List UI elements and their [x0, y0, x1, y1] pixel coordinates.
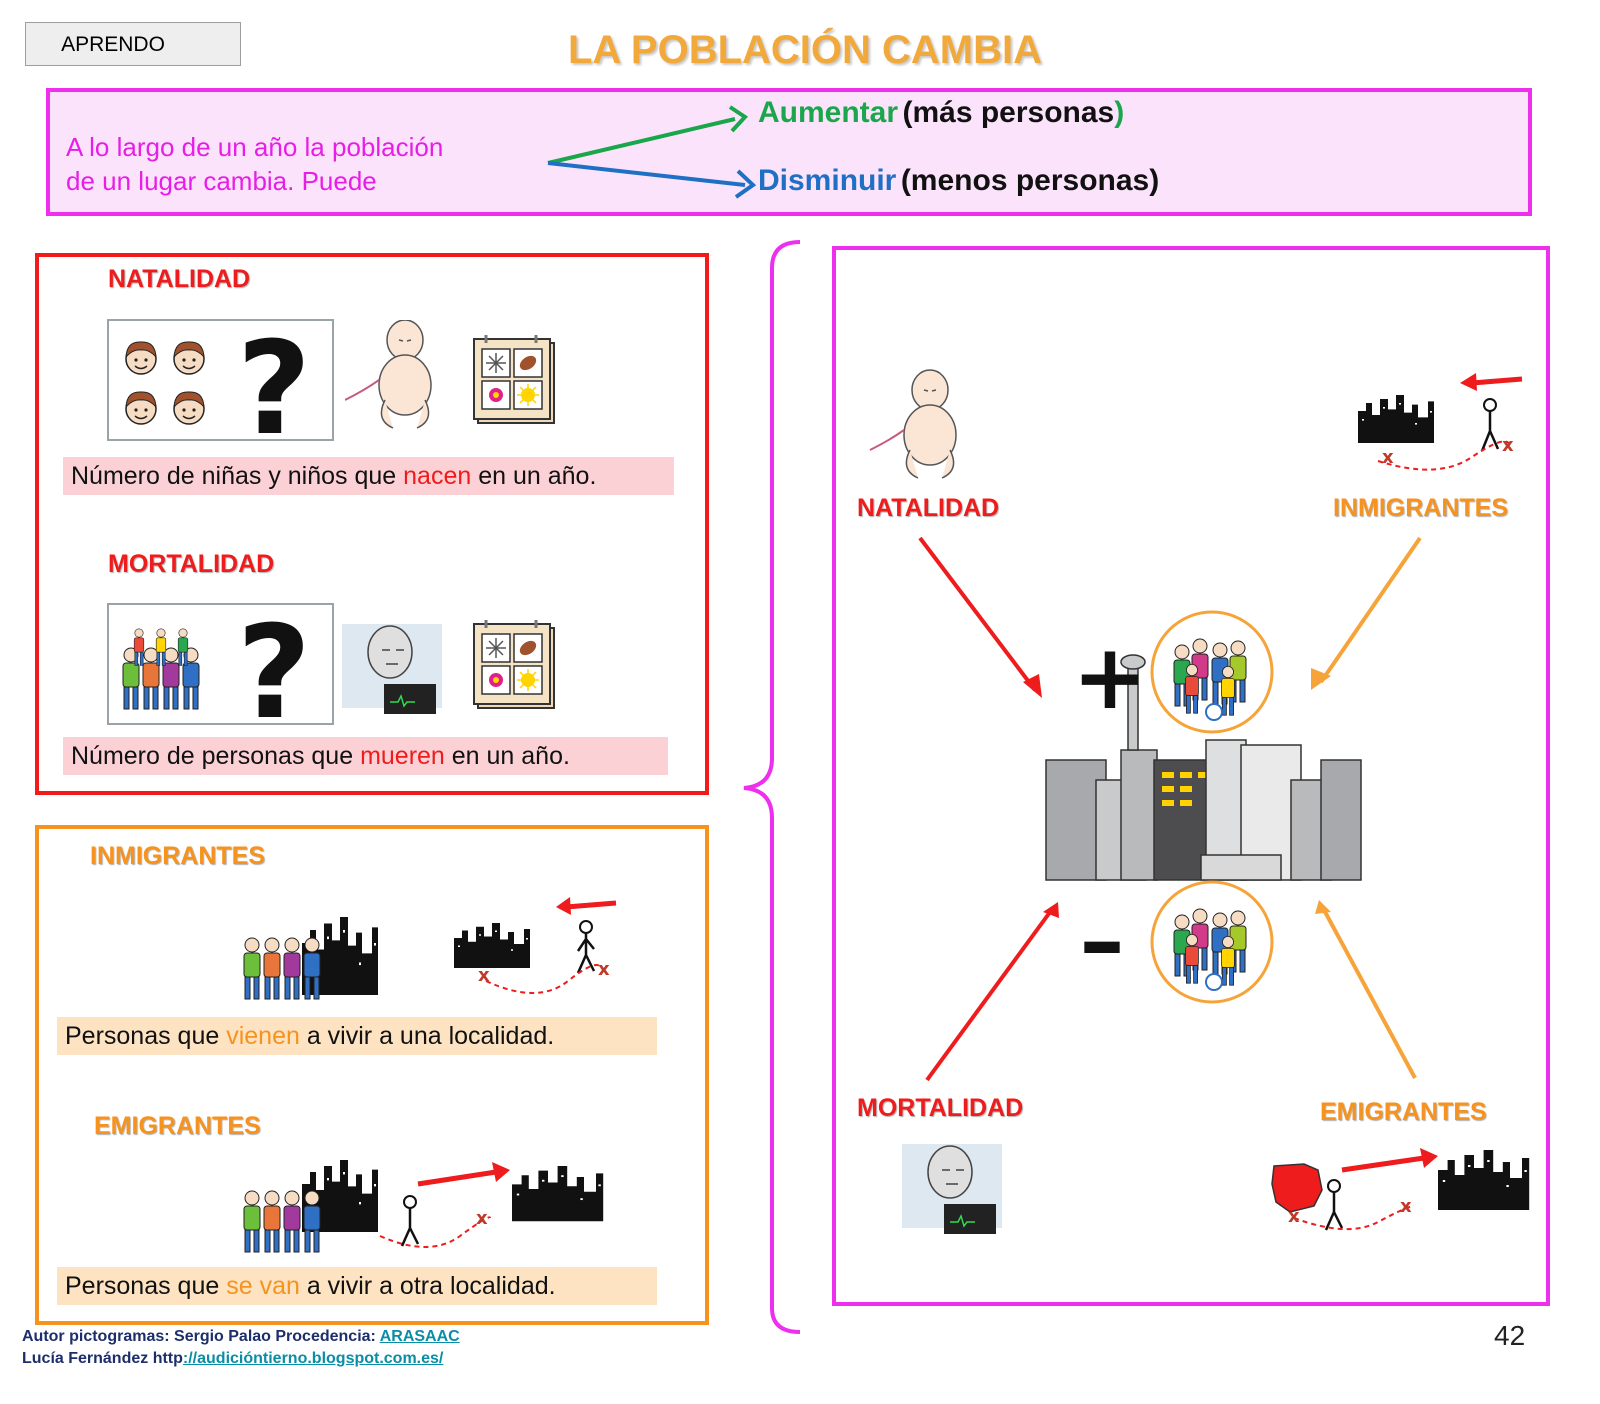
svg-text:x: x	[598, 959, 610, 980]
diagram-emigrant-icon: x x	[1271, 1148, 1530, 1231]
emigrantes-heading: EMIGRANTES	[94, 1112, 261, 1140]
intro-line-2: de un lugar cambia. Puede	[66, 166, 377, 196]
sick-person-icon	[341, 623, 443, 715]
decrease-option: Disminuir (menos personas)	[758, 164, 1159, 198]
mortalidad-def-pre: Número de personas que	[71, 742, 361, 770]
emigrantes-definition: Personas que se van a vivir a otra local…	[57, 1267, 657, 1305]
intro-arrows	[547, 105, 757, 199]
inmigrantes-heading: INMIGRANTES	[90, 842, 265, 870]
footer-credits: Autor pictogramas: Sergio Palao Proceden…	[22, 1326, 460, 1370]
natalidad-definition: Número de niñas y niños que nacen en un …	[63, 457, 674, 495]
curly-brace	[743, 240, 801, 1334]
diagram-baby-icon	[869, 369, 957, 479]
children-question-icon: ?	[125, 315, 311, 464]
baby-icon	[345, 320, 432, 429]
footer-line-1: Autor pictogramas: Sergio Palao Proceden…	[22, 1326, 460, 1348]
emigrant-leaving-icon: x	[243, 1160, 604, 1253]
minus-sign: –	[1080, 889, 1125, 994]
svg-text:x: x	[1288, 1206, 1300, 1227]
people-question-picto: ?	[107, 599, 334, 748]
inmigrantes-def-post: a vivir a una localidad.	[299, 1022, 555, 1050]
diagram-emigrantes-label: EMIGRANTES	[1320, 1098, 1487, 1126]
city-icon	[1045, 654, 1362, 881]
footer-line-2-text: Lucía Fernández http	[22, 1350, 183, 1367]
svg-text:x: x	[1382, 447, 1394, 468]
increase-verb: Aumentar	[758, 96, 899, 129]
increase-option: Aumentar (más personas)	[758, 96, 1124, 130]
calendar-icon	[472, 333, 556, 425]
children-question-picto: ?	[107, 315, 334, 464]
calendar-icon-2	[472, 618, 556, 710]
increase-close: )	[1114, 96, 1125, 129]
mortalidad-def-mark: mueren	[360, 742, 445, 770]
decrease-verb: Disminuir	[758, 164, 897, 197]
diagram-sick-person-icon	[901, 1143, 1003, 1235]
mortalidad-def-post: en un año.	[444, 742, 570, 770]
footer-line-2: Lucía Fernández http://audicióntierno.bl…	[22, 1348, 460, 1370]
emigrantes-def-pre: Personas que	[65, 1272, 227, 1300]
svg-text:x: x	[1502, 435, 1514, 456]
inmigrantes-definition: Personas que vienen a vivir a una locali…	[57, 1017, 657, 1055]
natalidad-def-pre: Número de niñas y niños que	[71, 462, 404, 490]
page-title: LA POBLACIÓN CAMBIA	[567, 28, 1043, 72]
svg-text:x: x	[478, 965, 490, 986]
natalidad-def-post: en un año.	[471, 462, 597, 490]
diagram-inmigrantes-label: INMIGRANTES	[1333, 494, 1508, 522]
natality-mortality-box	[35, 253, 709, 795]
people-question-icon: ?	[122, 599, 311, 748]
intro-box	[46, 88, 1532, 216]
decrease-note: (menos personas)	[900, 164, 1160, 197]
footer-line-1-text: Autor pictogramas: Sergio Palao Proceden…	[22, 1328, 380, 1345]
mortalidad-definition: Número de personas que mueren en un año.	[63, 737, 668, 775]
diagram-city: + –	[1045, 600, 1362, 1020]
arasaac-link[interactable]: ARASAAC	[379, 1328, 460, 1345]
crowd-city-icon	[243, 917, 378, 1000]
intro-text: A lo largo de un año la población de un …	[66, 130, 546, 198]
immigrant-arriving-icon: x x	[454, 897, 617, 994]
natalidad-def-mark: nacen	[403, 462, 472, 490]
spain-map-icon	[1271, 1163, 1323, 1213]
diagram-immigrant-icon: x x	[1358, 373, 1523, 471]
intro-line-1: A lo largo de un año la población	[66, 132, 444, 162]
svg-text:x: x	[1400, 1196, 1412, 1217]
svg-text:?: ?	[237, 605, 311, 723]
increase-note: (más personas	[902, 96, 1115, 129]
diagram-arrows	[918, 536, 1422, 1082]
svg-text:x: x	[476, 1208, 488, 1229]
blog-link[interactable]: ://audicióntierno.blogspot.com.es/	[182, 1350, 444, 1367]
aprendo-label: APRENDO	[25, 22, 241, 66]
diagram-mortalidad-label: MORTALIDAD	[857, 1094, 1024, 1122]
migration-box	[35, 825, 709, 1325]
plus-sign: +	[1072, 625, 1147, 730]
diagram-natalidad-label: NATALIDAD	[857, 494, 1000, 522]
svg-text:?: ?	[237, 321, 311, 439]
page-number: 42	[1494, 1320, 1526, 1351]
emigrantes-def-mark: se van	[226, 1272, 300, 1300]
inmigrantes-def-mark: vienen	[226, 1022, 300, 1050]
natalidad-heading: NATALIDAD	[108, 265, 251, 293]
mortalidad-heading: MORTALIDAD	[108, 550, 275, 578]
emigrantes-def-post: a vivir a otra localidad.	[299, 1272, 556, 1300]
diagram-box	[832, 246, 1550, 1306]
inmigrantes-def-pre: Personas que	[65, 1022, 227, 1050]
